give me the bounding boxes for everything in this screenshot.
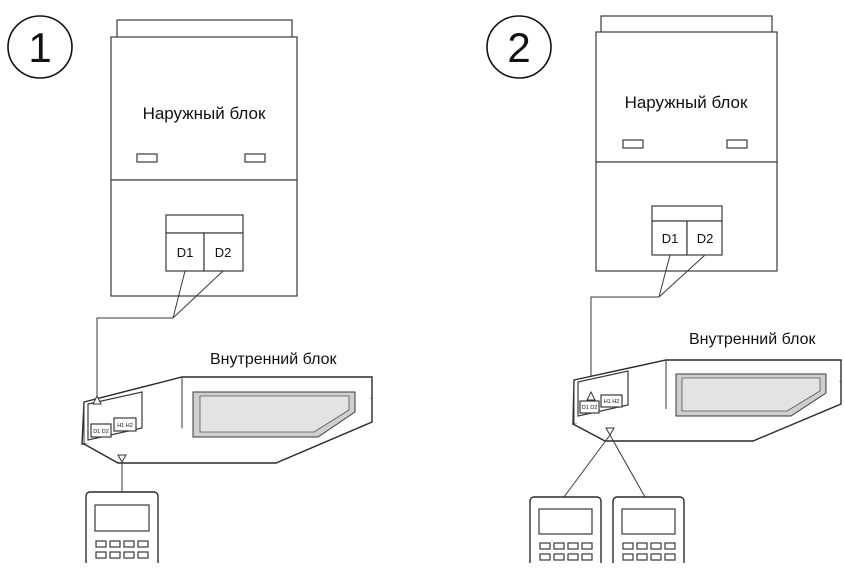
diagram-2: 2 Наружный блок D1 D2 Внутренний блок (486, 15, 842, 568)
number-circle-1 (7, 15, 73, 79)
controller-2b-button (650, 542, 662, 550)
controller-2b-buttons (622, 542, 676, 561)
outdoor-unit-2-led-left (622, 139, 644, 149)
controller-2a-button (553, 542, 565, 550)
indoor-unit-2: D1 D2 H1 H2 (572, 359, 842, 442)
wire-2-bus (590, 296, 659, 392)
controller-1-button (123, 551, 135, 559)
controller-2b-button (636, 542, 648, 550)
outdoor-unit-2-top-cap (600, 15, 773, 34)
terminal-block-2-header (651, 205, 723, 222)
wire-2-d1 (658, 254, 671, 298)
terminal-2-d1 (651, 220, 688, 256)
terminal-2-d1-label: D1 (662, 231, 679, 246)
diagram-1-number: 1 (28, 24, 51, 71)
diagram-1-bus-wiring (96, 270, 224, 396)
outdoor-unit-1-top-cap (116, 19, 293, 39)
indoor-unit-2-grille-inner (681, 377, 821, 412)
indoor-unit-2-bus-arrow (586, 390, 596, 401)
outdoor-unit-2-label: Наружный блок (625, 93, 748, 112)
controller-2b-screen (621, 508, 676, 535)
number-circle-2 (486, 15, 552, 79)
indoor-unit-2-remote-arrow (605, 427, 615, 437)
wired-controller-1 (85, 491, 159, 568)
diagram-1: 1 Наружный блок D1 D2 Внутренний (7, 15, 373, 568)
controller-2b-button (622, 553, 634, 561)
indoor-unit-1-port-h1h2-label: H1 H2 (117, 423, 133, 429)
diagram-2-number: 2 (507, 24, 530, 71)
controller-2a-button (539, 553, 551, 561)
controller-2a-button (567, 542, 579, 550)
wire-2-controller-b (609, 434, 646, 498)
diagram-2-bus-wiring (590, 254, 706, 392)
terminal-1-d1 (165, 232, 205, 272)
controller-2a-button (567, 553, 579, 561)
terminal-2-d2 (686, 220, 723, 256)
diagram-1-number-badge: 1 (7, 15, 73, 79)
terminal-1-d1-label: D1 (177, 245, 194, 260)
controller-2a-button (581, 553, 593, 561)
outdoor-unit-1-terminal-block: D1 D2 (165, 214, 244, 272)
wire-2-controller-a (563, 434, 611, 498)
indoor-unit-1-grille-inner (199, 395, 350, 433)
indoor-unit-1-port-d1d2 (90, 423, 112, 438)
controller-1-screen (94, 504, 150, 532)
terminal-1-d2 (203, 232, 244, 272)
wired-controller-2a (529, 496, 602, 568)
outdoor-unit-2-led-right (726, 139, 748, 149)
terminal-block-1-header (165, 214, 244, 234)
terminal-2-d2-label: D2 (697, 231, 714, 246)
indoor-unit-2-port-d1d2-label: D1 D2 (582, 405, 598, 411)
diagram-2-number-badge: 2 (486, 15, 552, 79)
wire-1-d1 (172, 270, 186, 319)
indoor-unit-1-bus-arrow (92, 394, 102, 405)
indoor-unit-1-label: Внутренний блок (210, 351, 337, 368)
controller-2a-button (539, 542, 551, 550)
controller-1-button (109, 551, 121, 559)
indoor-unit-1-port-h1h2 (113, 417, 137, 432)
controller-2b-button (622, 542, 634, 550)
terminal-1-d2-label: D2 (215, 245, 232, 260)
controller-1-button (137, 551, 149, 559)
indoor-unit-2-label: Внутренний блок (689, 331, 816, 348)
indoor-unit-2-port-h1h2 (600, 394, 623, 408)
controller-2b-button (664, 553, 676, 561)
indoor-unit-1-remote-arrow (117, 454, 127, 464)
indoor-unit-2-port-d1d2 (579, 400, 600, 414)
outdoor-unit-2-terminal-block: D1 D2 (651, 205, 723, 256)
outdoor-unit-2: Наружный блок D1 D2 (595, 15, 778, 272)
controller-1-button (95, 551, 107, 559)
wire-2-d2 (658, 254, 706, 298)
indoor-unit-1-port-d1d2-label: D1 D2 (93, 429, 109, 435)
controller-2b-button (650, 553, 662, 561)
controller-1-buttons (95, 540, 149, 559)
controller-1-button (109, 540, 121, 548)
wire-1-bus (96, 317, 173, 396)
outdoor-unit-1-led-right (244, 153, 266, 163)
outdoor-unit-1-label: Наружный блок (143, 104, 266, 123)
outdoor-unit-1-led-left (136, 153, 158, 163)
controller-2b-button (636, 553, 648, 561)
controller-1-button (137, 540, 149, 548)
controller-2a-button (581, 542, 593, 550)
indoor-unit-2-port-h1h2-label: H1 H2 (604, 399, 620, 405)
indoor-unit-1: D1 D2 H1 H2 (81, 376, 373, 464)
outdoor-unit-1: Наружный блок D1 D2 (110, 19, 298, 297)
wired-controller-2b (612, 496, 685, 568)
controller-2a-buttons (539, 542, 593, 561)
controller-1-button (123, 540, 135, 548)
controller-2a-screen (538, 508, 593, 535)
wire-1-d2 (172, 270, 224, 319)
controller-2a-button (553, 553, 565, 561)
controller-2b-button (664, 542, 676, 550)
controller-1-button (95, 540, 107, 548)
